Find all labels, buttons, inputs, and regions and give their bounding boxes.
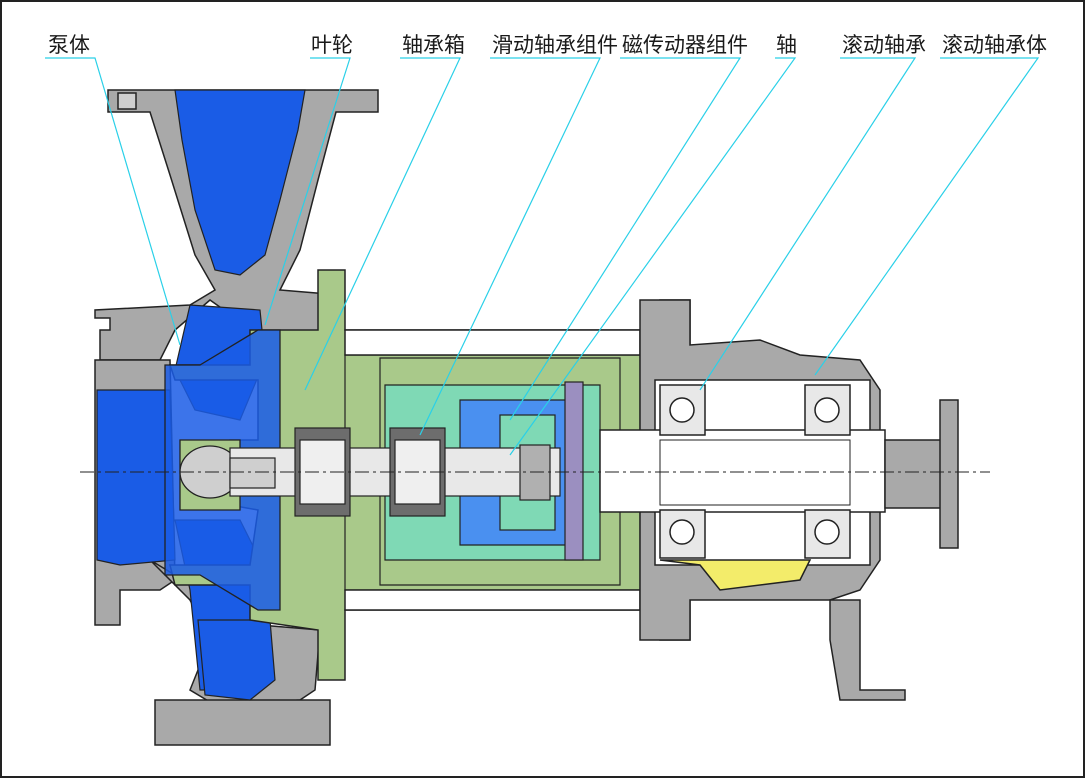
leader-lines bbox=[45, 57, 1040, 456]
label-rolling-bearing-body: 滚动轴承体 bbox=[942, 33, 1047, 57]
leader-magnetic-drive bbox=[509, 57, 742, 421]
leader-rolling-bearing-body bbox=[814, 57, 1040, 376]
label-bearing-box: 轴承箱 bbox=[402, 33, 465, 57]
label-impeller: 叶轮 bbox=[311, 33, 353, 57]
label-shaft: 轴 bbox=[776, 33, 797, 57]
rolling-bearing-body-part bbox=[599, 299, 959, 701]
leader-sliding-bearing bbox=[419, 57, 601, 436]
leader-rolling-bearing bbox=[699, 57, 917, 391]
leader-impeller bbox=[264, 57, 351, 326]
label-magnetic-drive-assembly: 磁传动器组件 bbox=[622, 33, 748, 57]
leader-pump-body bbox=[45, 57, 181, 346]
label-sliding-bearing-assembly: 滑动轴承组件 bbox=[492, 33, 618, 57]
label-pump-body: 泵体 bbox=[48, 33, 90, 57]
label-rolling-bearing: 滚动轴承 bbox=[842, 33, 926, 57]
leader-shaft bbox=[509, 57, 797, 456]
leader-bearing-box bbox=[304, 57, 461, 391]
